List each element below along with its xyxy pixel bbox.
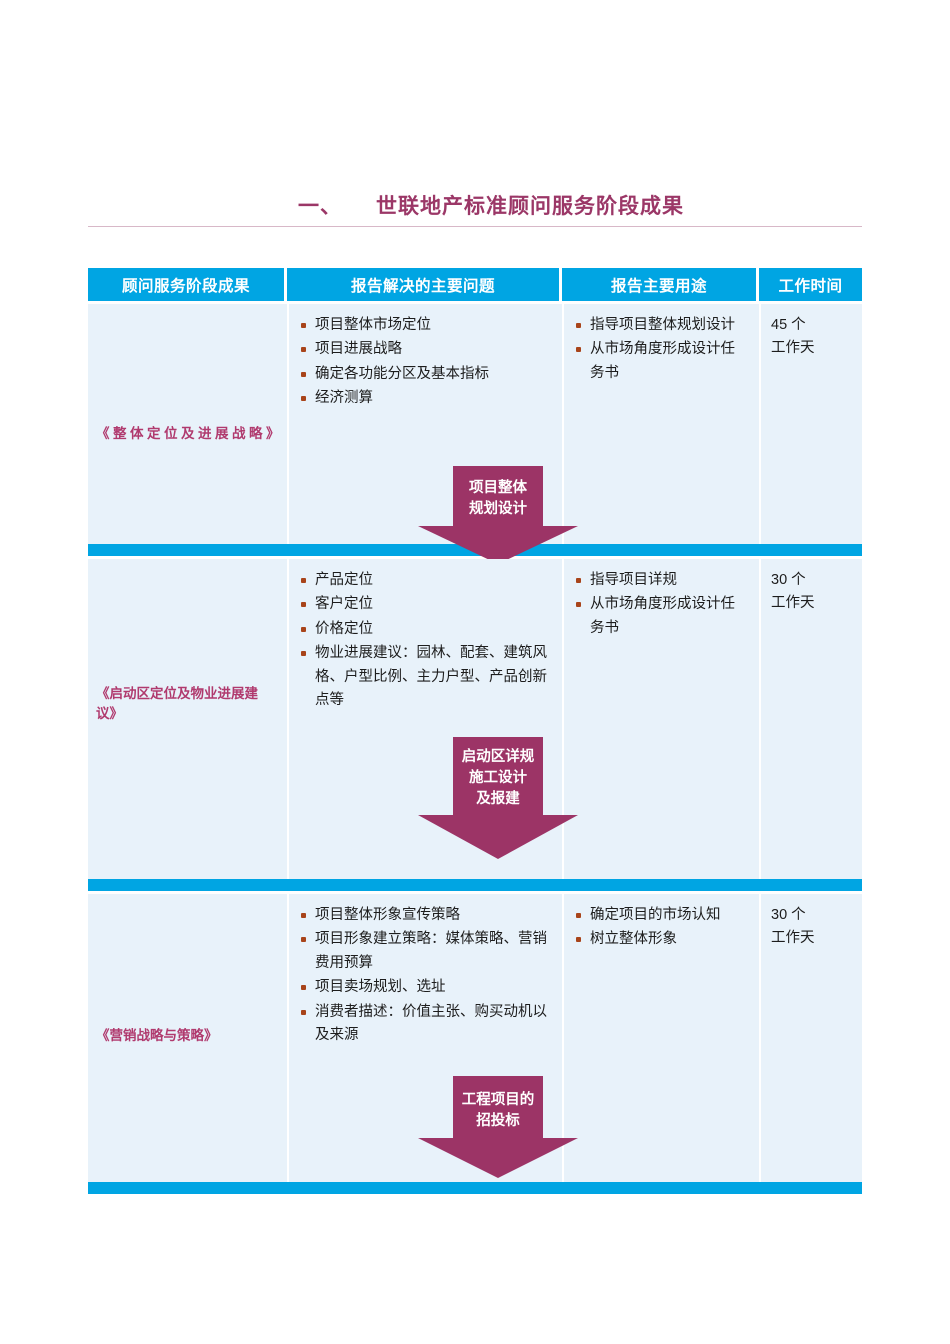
stage-cell: 《启动区定位及物业进展建议》 [88, 559, 284, 879]
list-item: 树立整体形象 [576, 928, 746, 951]
list-item: 客户定位 [301, 593, 549, 616]
table-header-row: 顾问服务阶段成果 报告解决的主要问题 报告主要用途 工作时间 [88, 268, 862, 301]
list-item: 指导项目详规 [576, 569, 746, 592]
duration-cell: 30 个 工作天 [759, 894, 862, 1182]
header-gap [88, 301, 862, 304]
uses-cell: 指导项目详规 从市场角度形成设计任务书 [562, 559, 756, 879]
uses-cell: 指导项目整体规划设计 从市场角度形成设计任务书 [562, 304, 756, 544]
heading-number: 一、 [298, 194, 342, 218]
row-divider [88, 544, 862, 556]
problems-cell: 产品定位 客户定位 价格定位 物业进展建议：园林、配套、建筑风格、户型比例、主力… [287, 559, 559, 879]
list-item: 从市场角度形成设计任务书 [576, 338, 746, 385]
stage-cell: 《营销战略与策略》 [88, 894, 284, 1182]
problems-list: 产品定位 客户定位 价格定位 物业进展建议：园林、配套、建筑风格、户型比例、主力… [289, 559, 559, 713]
list-item: 产品定位 [301, 569, 549, 592]
list-item: 项目卖场规划、选址 [301, 976, 549, 999]
row-divider [88, 879, 862, 891]
duration-value: 45 个 工作天 [771, 317, 815, 357]
row-gap [88, 891, 862, 894]
heading-underline [88, 226, 862, 227]
column-header-duration: 工作时间 [759, 268, 862, 301]
list-item: 确定项目的市场认知 [576, 904, 746, 927]
stage-deliverables-table: 顾问服务阶段成果 报告解决的主要问题 报告主要用途 工作时间 《整体定位及进展战… [88, 268, 862, 1194]
column-header-stage: 顾问服务阶段成果 [88, 268, 284, 301]
stage-name: 《启动区定位及物业进展建议》 [96, 686, 258, 721]
list-item: 从市场角度形成设计任务书 [576, 593, 746, 640]
duration-cell: 45 个 工作天 [759, 304, 862, 544]
uses-list: 确定项目的市场认知 树立整体形象 [564, 894, 756, 952]
list-item: 消费者描述：价值主张、购买动机以及来源 [301, 1001, 549, 1048]
stage-name: 《整体定位及进展战略》 [96, 426, 283, 441]
list-item: 指导项目整体规划设计 [576, 314, 746, 337]
problems-list: 项目整体形象宣传策略 项目形象建立策略：媒体策略、营销费用预算 项目卖场规划、选… [289, 894, 559, 1048]
list-item: 项目整体形象宣传策略 [301, 904, 549, 927]
uses-cell: 确定项目的市场认知 树立整体形象 [562, 894, 756, 1182]
list-item: 价格定位 [301, 618, 549, 641]
heading-title-text: 世联地产标准顾问服务阶段成果 [376, 194, 684, 218]
page-title: 一、 世联地产标准顾问服务阶段成果 [88, 190, 862, 226]
column-header-uses: 报告主要用途 [562, 268, 756, 301]
duration-value: 30 个 工作天 [771, 572, 815, 612]
duration-cell: 30 个 工作天 [759, 559, 862, 879]
table-bottom-bar [88, 1182, 862, 1194]
problems-cell: 项目整体市场定位 项目进展战略 确定各功能分区及基本指标 经济测算 [287, 304, 559, 544]
table-row: 《启动区定位及物业进展建议》 产品定位 客户定位 价格定位 物业进展建议：园林、… [88, 559, 862, 879]
list-item: 经济测算 [301, 387, 549, 410]
problems-cell: 项目整体形象宣传策略 项目形象建立策略：媒体策略、营销费用预算 项目卖场规划、选… [287, 894, 559, 1182]
uses-list: 指导项目整体规划设计 从市场角度形成设计任务书 [564, 304, 756, 385]
list-item: 项目形象建立策略：媒体策略、营销费用预算 [301, 928, 549, 975]
list-item: 确定各功能分区及基本指标 [301, 363, 549, 386]
list-item: 物业进展建议：园林、配套、建筑风格、户型比例、主力户型、产品创新点等 [301, 642, 549, 712]
list-item: 项目整体市场定位 [301, 314, 549, 337]
problems-list: 项目整体市场定位 项目进展战略 确定各功能分区及基本指标 经济测算 [289, 304, 559, 411]
stage-name: 《营销战略与策略》 [96, 1028, 218, 1043]
stage-cell: 《整体定位及进展战略》 [88, 304, 284, 544]
list-item: 项目进展战略 [301, 338, 549, 361]
uses-list: 指导项目详规 从市场角度形成设计任务书 [564, 559, 756, 640]
column-header-problems: 报告解决的主要问题 [287, 268, 559, 301]
table-row: 《整体定位及进展战略》 项目整体市场定位 项目进展战略 确定各功能分区及基本指标… [88, 304, 862, 564]
page-heading: 一、 世联地产标准顾问服务阶段成果 [88, 190, 862, 227]
duration-value: 30 个 工作天 [771, 907, 815, 947]
table-row: 《营销战略与策略》 项目整体形象宣传策略 项目形象建立策略：媒体策略、营销费用预… [88, 894, 862, 1182]
